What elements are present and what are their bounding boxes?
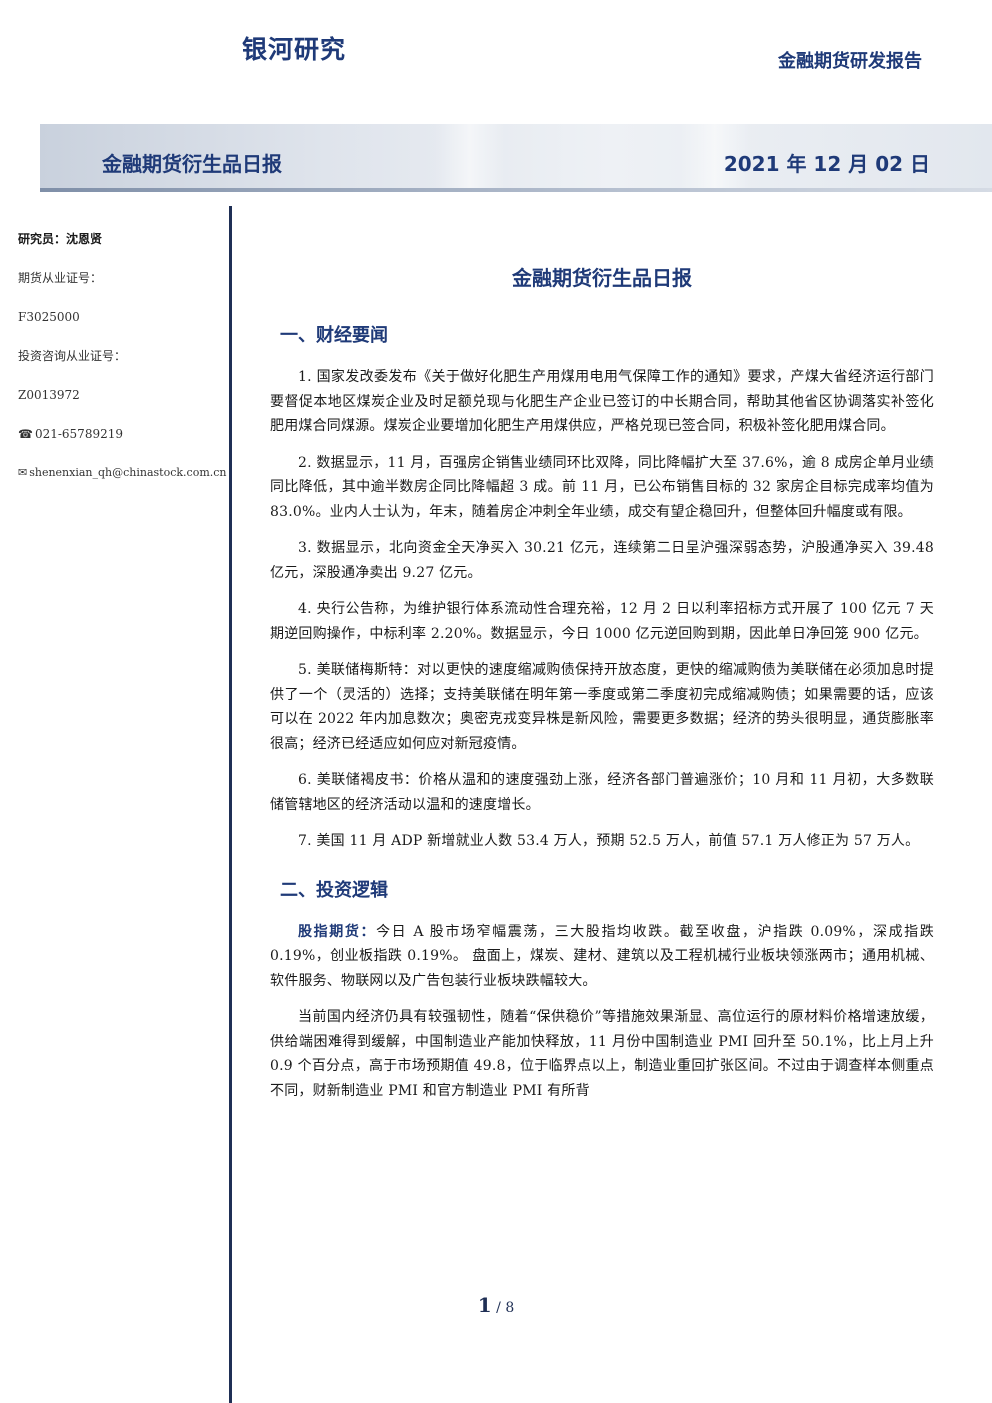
consult-label: 投资咨询从业证号：	[18, 349, 127, 363]
news-item: 5. 美联储梅斯特：对以更快的速度缩减购债保持开放态度，更快的缩减购债为美联储在…	[270, 662, 934, 752]
section-heading-news: 一、财经要闻	[280, 325, 388, 346]
banner-edge	[40, 188, 992, 192]
phone-row: ☎021-65789219	[18, 421, 223, 460]
logic-paragraph: 股指期货：今日 A 股市场窄幅震荡，三大股指均收跌。截至收盘，沪指跌 0.09%…	[270, 920, 934, 994]
brand-logo-text: 银河研究	[242, 35, 347, 64]
page-number: 1 / 8	[0, 1293, 992, 1317]
email-address[interactable]: shenenxian_qh@chinastock.com.cn	[29, 466, 227, 479]
news-item: 3. 数据显示，北向资金全天净买入 30.21 亿元，连续第二日呈沪强深弱态势，…	[270, 540, 934, 581]
email-row: ✉shenenxian_qh@chinastock.com.cn	[18, 460, 227, 499]
report-type: 金融期货研发报告	[778, 51, 922, 72]
page-total: 8	[505, 1300, 515, 1316]
banner-shine	[680, 124, 750, 192]
banner-shine	[435, 124, 505, 192]
paragraph-lead: 股指期货：	[298, 923, 377, 940]
title-banner: 金融期货衍生品日报 2021 年 12 月 02 日	[40, 124, 992, 192]
license-label: 期货从业证号：	[18, 271, 103, 285]
consult-number: Z0013972	[18, 388, 80, 402]
phone-number: 021-65789219	[34, 427, 123, 441]
page-separator: /	[496, 1300, 501, 1316]
news-item: 6. 美联储褐皮书：价格从温和的速度强劲上涨，经济各部门普遍涨价；10 月和 1…	[270, 772, 934, 813]
mail-icon: ✉	[18, 466, 28, 479]
logic-paragraph: 当前国内经济仍具有较强韧性，随着“保供稳价”等措施效果渐显、高位运行的原材料价格…	[270, 1009, 934, 1099]
document-title: 金融期货衍生品日报	[512, 266, 692, 290]
analyst-sidebar: 研究员：沈恩贤 期货从业证号： F3025000 投资咨询从业证号： Z0013…	[18, 226, 227, 499]
license-number: F3025000	[18, 310, 80, 324]
banner-title: 金融期货衍生品日报	[102, 152, 282, 176]
sidebar-divider	[229, 206, 232, 1403]
researcher-name: 研究员：沈恩贤	[18, 232, 103, 246]
phone-icon: ☎	[18, 427, 33, 441]
news-item: 2. 数据显示，11 月，百强房企销售业绩同环比双降，同比降幅扩大至 37.6%…	[270, 454, 934, 520]
section-heading-logic: 二、投资逻辑	[280, 879, 388, 901]
news-item: 7. 美国 11 月 ADP 新增就业人数 53.4 万人，预期 52.5 万人…	[298, 833, 920, 849]
page-current: 1	[477, 1293, 492, 1317]
report-body: 金融期货衍生品日报 一、财经要闻 1. 国家发改委发布《关于做好化肥生产用煤用电…	[270, 262, 934, 1115]
report-date: 2021 年 12 月 02 日	[723, 152, 930, 176]
news-item: 4. 央行公告称，为维护银行体系流动性合理充裕，12 月 2 日以利率招标方式开…	[270, 601, 934, 642]
paragraph-text: 今日 A 股市场窄幅震荡，三大股指均收跌。截至收盘，沪指跌 0.09%，深成指跌…	[270, 923, 934, 989]
news-item: 1. 国家发改委发布《关于做好化肥生产用煤用电用气保障工作的通知》要求，产煤大省…	[270, 369, 934, 434]
